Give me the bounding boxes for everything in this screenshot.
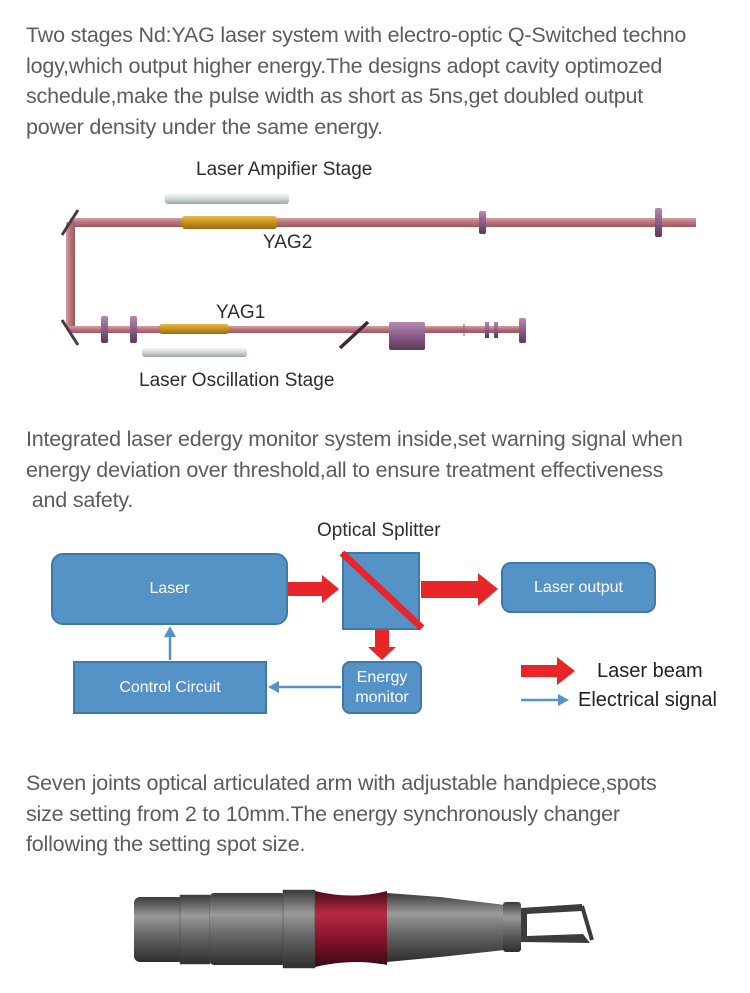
paragraph-line: size setting from 2 to 10mm.The energy s… [26,801,620,826]
handpiece-body-1 [210,893,285,965]
paragraph-line: Two stages Nd:YAG laser system with elec… [26,23,687,47]
paragraph-line: following the setting spot size. [26,832,306,856]
laser-box: Laser [51,553,288,625]
waveplate-2 [494,322,498,338]
signal-arrowhead-control-to-laser [164,626,176,637]
optical-splitter-label: Optical Splitter [317,520,441,541]
splitter-diagonal-line [339,550,425,631]
control-circuit-label: Control Circuit [119,678,221,696]
handpiece-knurled-ring-2 [282,889,316,969]
amplifier-stage-label: Laser Ampifier Stage [196,159,373,180]
mirror-upper-left [60,209,80,236]
oscillation-stage-label: Laser Oscillation Stage [139,370,335,391]
yag1-label: YAG1 [216,302,266,323]
energy-monitor-label-line2: monitor [355,688,409,706]
paragraph-line: Seven joints optical articulated arm wit… [26,771,657,795]
amplifier-flash-lamp [165,194,289,204]
energy-monitor-label-line1: Energy [356,668,408,686]
upper-beam-path [70,218,696,227]
intro-paragraph-two-stage-laser: Two stages Nd:YAG laser system with elec… [26,20,726,142]
yag1-rod [159,324,229,334]
articulated-arm-paragraph: Seven joints optical articulated arm wit… [26,768,726,860]
legend-laser-beam-label: Laser beam [597,660,703,682]
paragraph-line: logy,which output higher energy.The desi… [26,53,663,78]
paragraph-line: power density under the same energy. [26,114,383,139]
signal-arrowhead-monitor-to-control [268,681,279,693]
lower-aperture-1 [101,316,108,343]
control-circuit-box: Control Circuit [73,661,267,714]
energy-monitor-paragraph: Integrated laser edergy monitor system i… [26,424,726,516]
paragraph-line: and safety. [26,488,134,512]
energy-monitor-box: Energy monitor [342,661,422,714]
upper-aperture-1 [479,211,486,234]
handpiece-guide-arm [580,905,594,941]
rear-mirror [519,318,526,343]
beam-arrow-splitter-to-monitor [368,630,396,660]
upper-aperture-2 [655,208,662,237]
yag2-rod [182,216,277,229]
handpiece-distance-guide [521,904,590,943]
lower-aperture-2 [130,316,137,343]
laser-output-box: Laser output [501,562,656,613]
handpiece-red-grip [315,891,387,967]
paragraph-line: Integrated laser edergy monitor system i… [26,427,683,451]
mirror-lower-left [60,319,80,346]
paragraph-line: schedule,make the pulse width as short a… [26,84,644,108]
mirror-splitter-45deg [338,320,370,350]
handpiece-knurled-ring-1 [179,894,211,965]
beam-arrow-splitter-to-output [421,573,498,606]
lower-beam-path [70,326,525,333]
q-switch-cell [389,322,425,350]
legend-electrical-signal-arrowhead [558,694,569,706]
handpiece-tip-collar [503,902,521,952]
laser-box-label: Laser [149,580,190,597]
paragraph-line: energy deviation over threshold,all to e… [26,457,664,482]
oscillation-flash-lamp [142,348,247,357]
legend-electrical-signal-label: Electrical signal [578,689,717,711]
yag2-label: YAG2 [263,232,313,253]
handpiece-body-2 [387,893,505,962]
legend-laser-beam-icon [521,657,575,685]
waveplate-1 [485,322,489,338]
beam-arrow-laser-to-splitter [288,575,339,603]
lower-beam-tail [425,326,525,332]
laser-output-label: Laser output [534,578,623,596]
vertical-beam-path [66,222,75,330]
handpiece-nozzle [134,897,184,962]
